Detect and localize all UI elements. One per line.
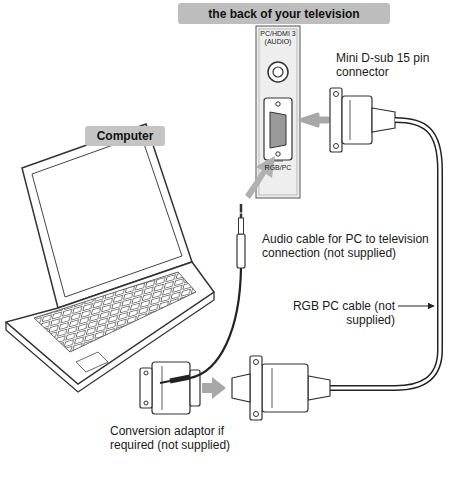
connector-note: Mini D-sub 15 pin connector xyxy=(336,51,454,79)
connector-panel: PC/HDMI 3 (AUDIO) RGB/PC xyxy=(256,26,300,198)
device-label-box: Computer xyxy=(85,126,165,146)
heading-text: the back of your television xyxy=(208,7,359,21)
port-label: RGB/PC xyxy=(256,164,300,172)
cable-note: Audio cable for PC to television connect… xyxy=(262,232,467,260)
adaptor-note: Conversion adaptor if required (not supp… xyxy=(110,424,234,452)
port-label: PC/HDMI 3 (AUDIO) xyxy=(256,30,300,45)
heading-band: the back of your television xyxy=(178,3,390,24)
heading-text: Computer xyxy=(97,129,154,143)
cable-note: RGB PC cable (not supplied) xyxy=(283,299,395,327)
